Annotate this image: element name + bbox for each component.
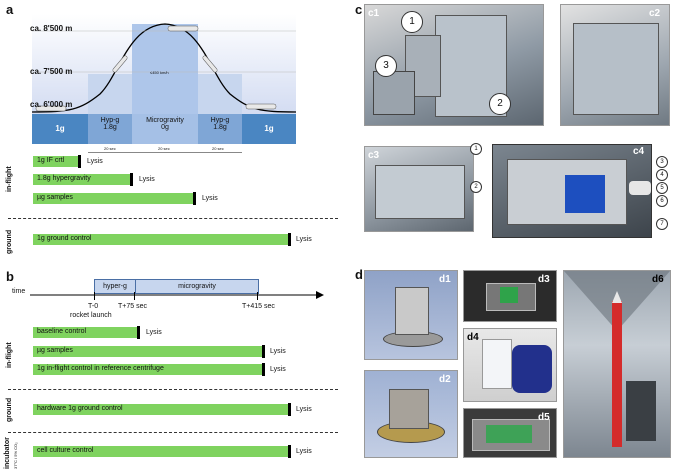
label-incubator-sub: 37°C / 5% CO₂: [13, 442, 18, 469]
bar-b-2: µg samples: [33, 345, 265, 358]
bar-a-1: 1g IF crtl: [33, 155, 81, 168]
bar-a-ground: 1g ground control: [33, 233, 291, 246]
bar-b-incubator: cell culture control: [33, 445, 291, 458]
marker-c1-1: 1: [401, 11, 423, 33]
t415-label: T+415 sec: [242, 303, 275, 310]
phase-1g-left: 1g: [55, 124, 65, 133]
flight-profile-figure: [10, 14, 297, 144]
panel-letter-a: a: [6, 2, 14, 17]
label-ground-b: ground: [6, 397, 13, 422]
duration-axis: [88, 152, 242, 153]
label-d3: d3: [538, 274, 550, 285]
bar-a-2: 1.8g hypergravity: [33, 173, 133, 186]
label-ground-a: ground: [6, 229, 13, 254]
phase-bg-micro: [132, 24, 198, 114]
marker-c4-4: 4: [656, 169, 668, 181]
divider-b-1: [8, 389, 338, 390]
phase-box-hyperg: hyper-g: [94, 279, 136, 294]
label-inflight-b: in-flight: [6, 342, 13, 368]
label-c3: c3: [368, 150, 380, 161]
lysis-a-3: Lysis: [202, 195, 218, 202]
photo-d3: d3: [463, 270, 557, 322]
phase-box-microg: microgravity: [135, 279, 259, 294]
marker-c4-3: 3: [656, 156, 668, 168]
flight-profile-svg: [31, 14, 297, 144]
t0-sub-label: rocket launch: [70, 312, 112, 319]
marker-c4-7: 7: [656, 218, 668, 230]
marker-c1-2: 2: [489, 93, 511, 115]
altitude-label-6000: ca. 6'000 m: [30, 100, 73, 109]
parabola-curve: [31, 23, 297, 113]
photo-d6: d6: [563, 270, 671, 458]
label-incubator: incubator: [4, 437, 11, 469]
photo-c3: c3: [364, 146, 474, 232]
lysis-b-incubator: Lysis: [296, 448, 312, 455]
altitude-label-7500: ca. 7'500 m: [30, 67, 73, 76]
bar-b-3: 1g in-flight control in reference centri…: [33, 363, 265, 376]
panel-letter-b: b: [6, 269, 14, 284]
lysis-a-ground: Lysis: [296, 236, 312, 243]
marker-c4-2: 2: [470, 181, 482, 193]
marker-c1-3: 3: [375, 55, 397, 77]
photo-c1: c1 1 2 3: [364, 4, 544, 126]
label-d1: d1: [439, 274, 451, 285]
marker-c4-5: 5: [656, 182, 668, 194]
marker-c4-6: 6: [656, 195, 668, 207]
label-inflight-a: in-flight: [6, 166, 13, 192]
bar-b-1: baseline control: [33, 326, 140, 339]
divider-b-2: [8, 432, 338, 433]
lysis-b-3: Lysis: [270, 366, 286, 373]
time-axis: [30, 291, 324, 299]
altitude-label-8500: ca. 8'500 m: [30, 24, 73, 33]
duration-2: 20 sec: [158, 146, 170, 151]
duration-3: 20 sec: [212, 146, 224, 151]
t75-label: T+75 sec: [118, 303, 147, 310]
lysis-b-2: Lysis: [270, 348, 286, 355]
label-d5: d5: [538, 412, 550, 423]
duration-1: 20 sec: [104, 146, 116, 151]
photo-d5: d5: [463, 408, 557, 458]
label-d4: d4: [467, 332, 479, 343]
photo-c2: c2: [560, 4, 670, 126]
label-d2: d2: [439, 374, 451, 385]
label-d6: d6: [652, 274, 664, 285]
label-c2: c2: [649, 8, 661, 19]
lysis-b-1: Lysis: [146, 329, 162, 336]
divider-a: [8, 218, 338, 219]
phase-1g-right: 1g: [264, 124, 274, 133]
marker-c4-1: 1: [470, 143, 482, 155]
label-c1: c1: [368, 8, 380, 19]
lysis-a-1: Lysis: [87, 158, 103, 165]
photo-c4: c4 1 2 3 4 5 6 7: [470, 138, 668, 240]
lysis-a-2: Lysis: [139, 176, 155, 183]
panel-letter-d: d: [355, 267, 363, 282]
photo-d1: d1: [364, 270, 458, 360]
t0-label: T-0: [88, 303, 99, 310]
lysis-b-ground: Lysis: [296, 406, 312, 413]
label-c4: c4: [633, 146, 645, 157]
panel-letter-c: c: [355, 2, 363, 17]
bar-b-ground: hardware 1g ground control: [33, 403, 291, 416]
bar-a-3: µg samples: [33, 192, 196, 205]
photo-d4: d4: [463, 328, 557, 402]
time-label: time: [12, 288, 26, 295]
speed-label: ≤450 km/h: [150, 70, 169, 75]
photo-d2: d2: [364, 370, 458, 458]
